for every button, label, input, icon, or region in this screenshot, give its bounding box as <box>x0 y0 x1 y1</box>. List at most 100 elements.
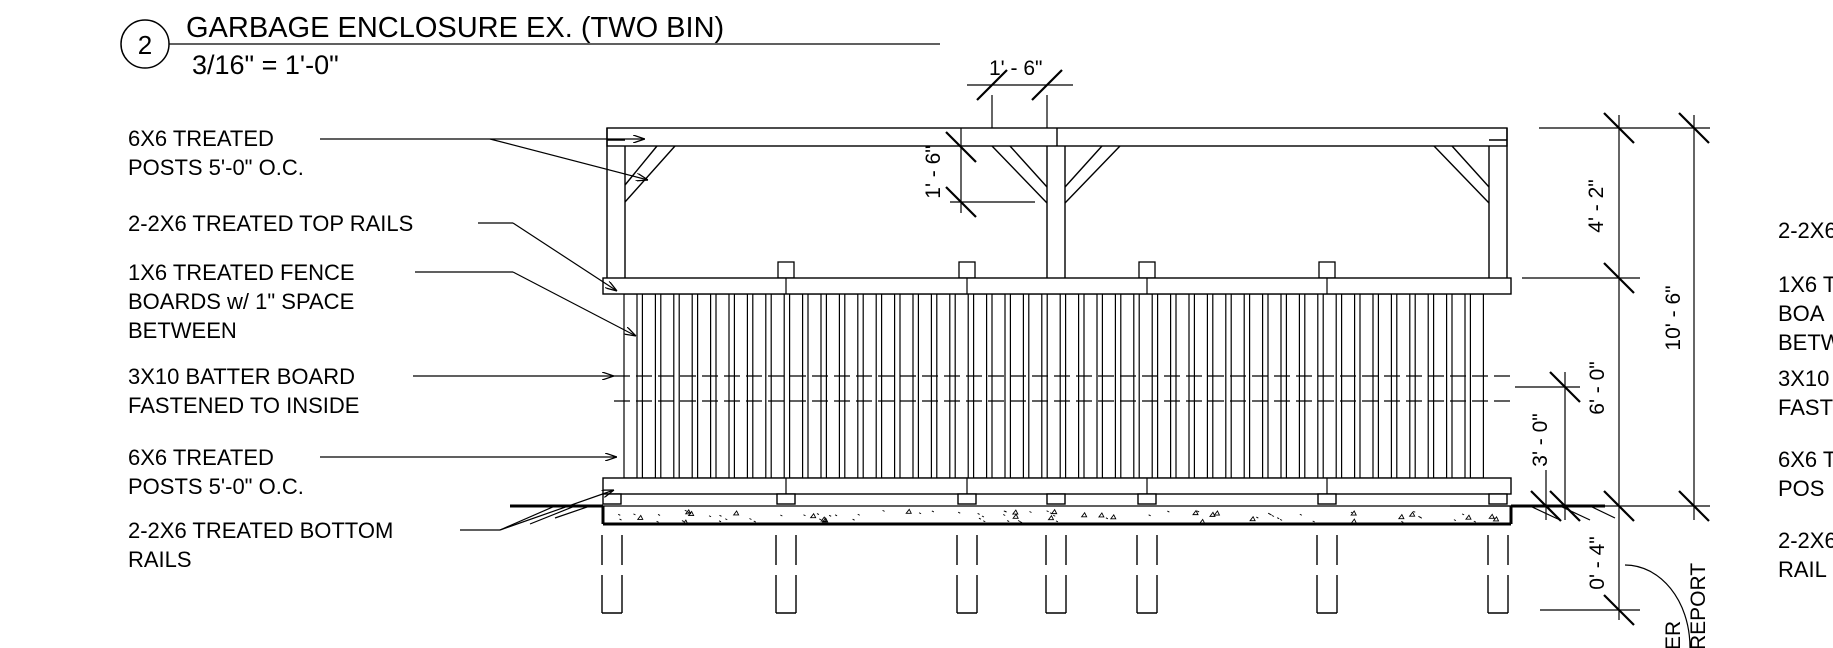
concrete-texture <box>618 508 1500 525</box>
partial-label-2: 1X6 T <box>1778 272 1833 297</box>
fence-board <box>825 293 841 479</box>
dim-top-drop-text: 1' - 6" <box>922 145 945 198</box>
fence-board <box>623 293 638 479</box>
dim-upper-height-text: 4' - 2" <box>1585 179 1608 232</box>
footing <box>1316 493 1338 614</box>
label-batter-board-l2: FASTENED TO INSIDE <box>128 393 359 418</box>
dim-below-grade-text: 0' - 4" <box>1586 536 1609 589</box>
fence-board <box>936 293 951 479</box>
fence-board <box>1432 293 1448 479</box>
label-bottom-rails-l2: RAILS <box>128 547 192 572</box>
fence-board <box>1064 293 1080 479</box>
partial-label-4: BETW <box>1778 330 1833 355</box>
dim-fence-height-text: 6' - 0" <box>1586 361 1609 414</box>
fence-board <box>1377 293 1393 479</box>
fence-board <box>1138 293 1153 479</box>
footing <box>1487 493 1509 614</box>
dim-top-width <box>967 69 1073 128</box>
fence-board <box>844 293 859 479</box>
fence-board <box>1267 293 1282 479</box>
fence-board <box>1175 293 1190 479</box>
fence-board <box>733 293 749 479</box>
label-6x6-posts-top-l2: POSTS 5'-0" O.C. <box>128 155 304 180</box>
fence-board <box>1101 293 1117 479</box>
fence-board <box>880 293 896 479</box>
fence-board <box>1359 293 1374 479</box>
fence-board <box>1120 293 1135 479</box>
fence-board <box>1285 293 1301 479</box>
partial-label-1: 2-2X6 <box>1778 218 1833 243</box>
fence-board <box>1083 293 1098 479</box>
footing <box>775 493 797 614</box>
fence-board <box>1009 293 1025 479</box>
fence-board <box>1193 293 1209 479</box>
post-footings <box>601 493 1509 614</box>
label-fence-boards-l3: BETWEEN <box>128 318 237 343</box>
detail-title: GARBAGE ENCLOSURE EX. (TWO BIN) <box>186 12 724 44</box>
fence-board <box>1451 293 1466 479</box>
label-6x6-posts-top-l1: 6X6 TREATED <box>128 126 274 151</box>
dim-total-height-text: 10' - 6" <box>1662 285 1685 350</box>
fence-board <box>770 293 785 479</box>
footing <box>956 493 978 614</box>
label-fence-boards-l1: 1X6 TREATED FENCE <box>128 260 355 285</box>
fence-board <box>678 293 693 479</box>
fence-board <box>788 293 804 479</box>
fence-board <box>715 293 730 479</box>
upper-frame <box>606 127 1508 278</box>
fence-board <box>1156 293 1172 479</box>
fence-board <box>1046 293 1061 479</box>
partial-note-er: ER <box>1662 621 1685 648</box>
fence-board <box>1212 293 1227 479</box>
dim-top-drop <box>945 128 1035 218</box>
detail-title-block: 2 GARBAGE ENCLOSURE EX. (TWO BIN) 3/16" … <box>120 12 940 80</box>
dim-batter-height-text: 3' - 0" <box>1529 413 1552 466</box>
fence-board <box>1248 293 1264 479</box>
fence-board <box>862 293 877 479</box>
fence-board <box>660 293 675 479</box>
fence-board <box>1028 293 1043 479</box>
fence-board <box>917 293 933 479</box>
right-dimensions <box>1450 112 1710 648</box>
label-top-rails: 2-2X6 TREATED TOP RAILS <box>128 211 413 236</box>
fence-board <box>696 293 712 479</box>
fence-board <box>954 293 969 479</box>
fence-board <box>1396 293 1411 479</box>
partial-label-3: BOA <box>1778 301 1825 326</box>
ground-and-slab <box>499 504 1616 531</box>
footing <box>1045 493 1067 614</box>
fence-board <box>1322 293 1337 479</box>
fence-boards <box>623 293 1485 479</box>
fence-board <box>1469 293 1485 479</box>
batter-board-dashed <box>614 375 1510 402</box>
label-batter-board-l1: 3X10 BATTER BOARD <box>128 364 355 389</box>
fence-board <box>991 293 1006 479</box>
top-rail <box>602 277 1512 295</box>
fence-board <box>641 293 657 479</box>
bottom-rail <box>602 477 1512 495</box>
fence-board <box>752 293 767 479</box>
partial-label-10: RAIL <box>1778 557 1827 582</box>
footing <box>1136 493 1158 614</box>
post-caps <box>777 261 1336 279</box>
partial-note-report: REPORT <box>1687 563 1710 648</box>
dim-top-width-text: 1' - 6" <box>989 57 1042 80</box>
left-callouts: 6X6 TREATED POSTS 5'-0" O.C. 2-2X6 TREATE… <box>128 126 648 572</box>
partial-label-6: FAST <box>1778 395 1833 420</box>
fence-board <box>807 293 822 479</box>
detail-number: 2 <box>138 30 152 60</box>
fence-board <box>972 293 988 479</box>
partial-label-7: 6X6 T <box>1778 447 1833 472</box>
label-bottom-rails-l1: 2-2X6 TREATED BOTTOM <box>128 518 393 543</box>
detail-scale: 3/16" = 1'-0" <box>192 50 339 80</box>
fence-board <box>1304 293 1319 479</box>
partial-label-5: 3X10 <box>1778 366 1829 391</box>
partial-label-9: 2-2X6 <box>1778 528 1833 553</box>
fence-board <box>899 293 914 479</box>
